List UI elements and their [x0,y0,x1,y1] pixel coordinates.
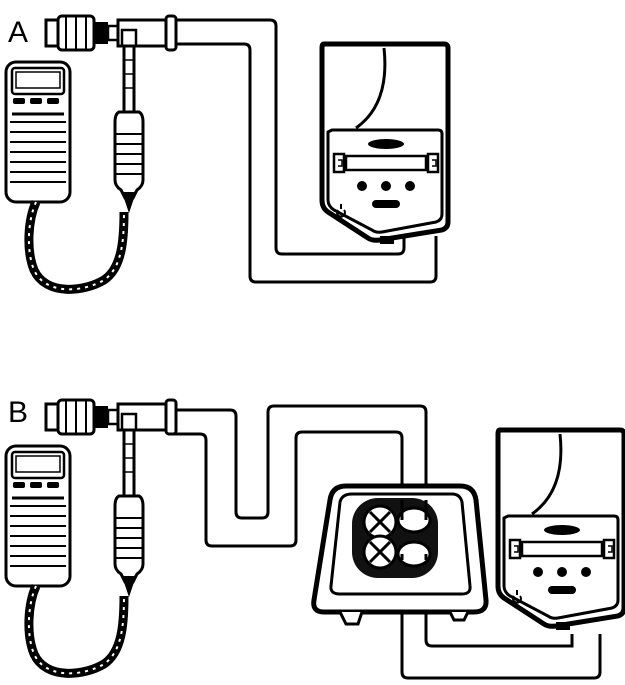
panel-a-humidifier [322,44,448,244]
panel-b-handheld-meter [4,444,72,588]
panel-b-tubing [168,404,602,680]
panel-a-probe [113,28,145,212]
x-marked-port-icon [368,510,392,564]
panel-a: A [4,14,448,294]
panel-b-probe [113,412,145,596]
panel-a-handheld-meter [4,60,72,204]
panel-b-connector [44,398,178,436]
panel-b-interposed-unit [311,483,489,626]
panel-a-tubing [168,18,438,284]
panel-b: B [4,396,624,680]
panel-b-label: B [8,396,28,429]
panel-b-coiled-cord [24,584,129,678]
panel-a-connector [44,14,178,52]
panel-a-coiled-cord [24,200,129,294]
panel-b-humidifier [498,430,624,630]
panel-a-label: A [8,16,28,49]
